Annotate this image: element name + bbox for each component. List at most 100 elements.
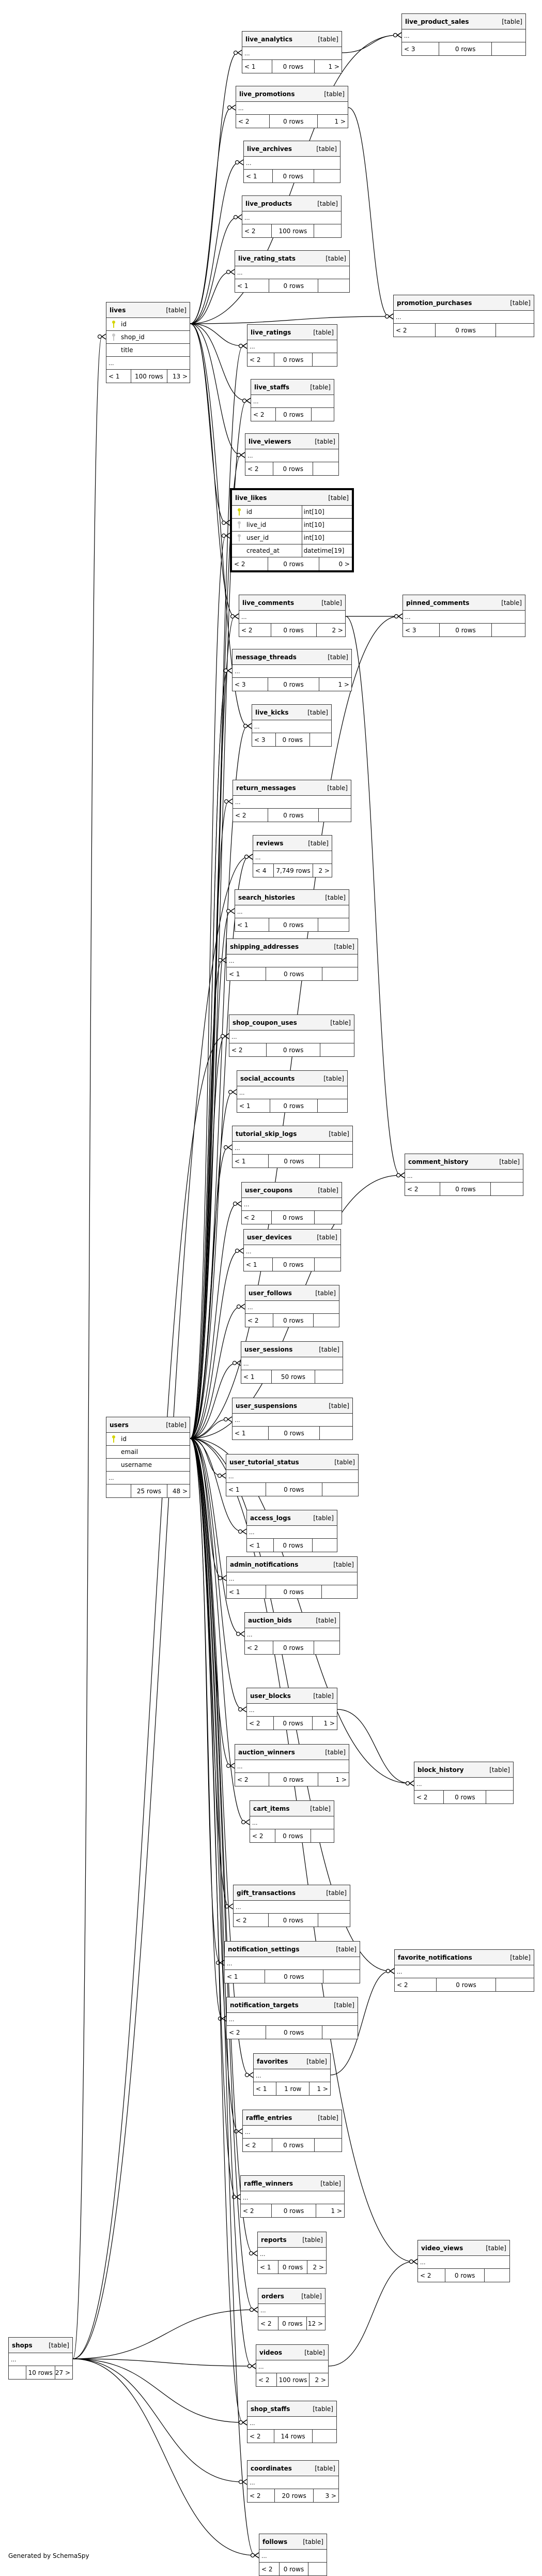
child-count[interactable]: 2 > (313, 2263, 324, 2271)
more-columns[interactable]: ... (235, 905, 349, 918)
parent-count[interactable]: < 2 (234, 1914, 269, 1927)
table-header[interactable]: live_kicks[table] (252, 705, 331, 720)
more-columns[interactable]: ... (254, 2069, 330, 2082)
column-row[interactable]: id (106, 318, 190, 331)
parent-count[interactable]: < 2 (256, 2373, 277, 2386)
table-header[interactable]: live_comments[table] (239, 595, 345, 611)
more-columns[interactable]: ... (235, 266, 349, 279)
table-header[interactable]: favorites[table] (254, 2054, 330, 2069)
child-count[interactable] (319, 809, 351, 822)
more-columns[interactable]: ... (229, 1031, 354, 1043)
more-columns[interactable]: ... (242, 1198, 342, 1211)
child-count[interactable]: 12 > (307, 2320, 323, 2327)
child-count[interactable] (492, 42, 525, 55)
table-header[interactable]: live_ratings[table] (247, 325, 337, 340)
child-count[interactable] (492, 624, 525, 637)
child-count[interactable] (314, 1641, 339, 1654)
more-columns[interactable]: ... (395, 1965, 534, 1978)
table-header[interactable]: block_history[table] (414, 1762, 513, 1778)
table-header[interactable]: user_suspensions[table] (233, 1398, 352, 1414)
column-row[interactable]: id (106, 1433, 190, 1446)
parent-count[interactable]: < 1 (241, 1370, 272, 1383)
parent-count[interactable]: < 1 (106, 370, 132, 383)
child-count[interactable]: 1 > (323, 1719, 335, 1727)
more-columns[interactable]: ... (244, 157, 340, 170)
parent-count[interactable]: < 2 (242, 1211, 272, 1224)
table-header[interactable]: follows[table] (259, 2534, 327, 2550)
parent-count[interactable]: < 1 (254, 2082, 277, 2095)
table-header[interactable]: return_messages[table] (233, 780, 351, 796)
child-count[interactable]: 27 > (55, 2369, 70, 2376)
parent-count[interactable]: < 1 (225, 1970, 266, 1983)
child-count[interactable] (322, 967, 358, 980)
child-count[interactable] (313, 2430, 336, 2443)
parent-count[interactable] (106, 1484, 132, 1497)
table-header[interactable]: social_accounts[table] (237, 1071, 347, 1086)
table-header[interactable]: auction_bids[table] (245, 1613, 339, 1628)
parent-count[interactable]: < 2 (235, 1773, 269, 1786)
parent-count[interactable]: < 2 (405, 1183, 441, 1195)
parent-count[interactable]: < 2 (242, 224, 272, 237)
child-count[interactable] (322, 1483, 358, 1496)
more-columns[interactable]: ... (418, 2256, 509, 2269)
child-count[interactable]: 2 > (315, 2376, 326, 2384)
more-columns[interactable]: ... (258, 2248, 326, 2261)
parent-count[interactable]: < 1 (244, 1258, 273, 1271)
parent-count[interactable] (9, 2366, 26, 2379)
more-columns[interactable]: ... (259, 2550, 327, 2563)
parent-count[interactable]: < 1 (242, 60, 272, 73)
table-header[interactable]: message_threads[table] (233, 649, 351, 665)
child-count[interactable] (486, 1791, 513, 1804)
parent-count[interactable]: < 1 (233, 1155, 269, 1168)
table-header[interactable]: live_rating_stats[table] (235, 251, 349, 266)
parent-count[interactable]: < 2 (247, 2489, 275, 2502)
column-row[interactable]: title (106, 344, 190, 357)
table-header[interactable]: favorite_notifications[table] (395, 1950, 534, 1965)
child-count[interactable] (322, 2026, 358, 2039)
table-header[interactable]: tutorial_skip_logs[table] (233, 1126, 352, 1142)
child-count[interactable] (485, 2269, 509, 2282)
parent-count[interactable]: < 2 (251, 408, 276, 421)
parent-count[interactable]: < 2 (394, 324, 436, 337)
parent-count[interactable]: < 2 (395, 1978, 437, 1991)
child-count[interactable]: 1 > (331, 2207, 342, 2215)
parent-count[interactable]: < 2 (243, 2139, 273, 2151)
table-header[interactable]: videos[table] (256, 2345, 328, 2360)
parent-count[interactable]: < 3 (403, 624, 440, 637)
table-header[interactable]: user_devices[table] (244, 1230, 340, 1245)
parent-count[interactable]: < 1 (247, 1539, 274, 1552)
parent-count[interactable]: < 2 (418, 2269, 446, 2282)
child-count[interactable] (496, 1978, 534, 1991)
table-header[interactable]: raffle_winners[table] (241, 2176, 344, 2191)
more-columns[interactable]: ... (247, 2417, 336, 2430)
table-header[interactable]: shop_coupon_uses[table] (229, 1015, 354, 1031)
table-header[interactable]: video_views[table] (418, 2240, 509, 2256)
child-count[interactable] (312, 408, 334, 421)
parent-count[interactable]: < 2 (258, 2317, 278, 2330)
more-columns[interactable]: ... (247, 340, 337, 353)
more-columns[interactable]: ... (237, 1086, 347, 1099)
table-header[interactable]: cart_items[table] (250, 1801, 334, 1816)
more-columns[interactable]: ... (402, 29, 525, 42)
child-count[interactable] (315, 2139, 342, 2151)
child-count[interactable]: 13 > (172, 372, 188, 380)
child-count[interactable] (491, 1183, 523, 1195)
table-header[interactable]: user_sessions[table] (241, 1342, 343, 1357)
